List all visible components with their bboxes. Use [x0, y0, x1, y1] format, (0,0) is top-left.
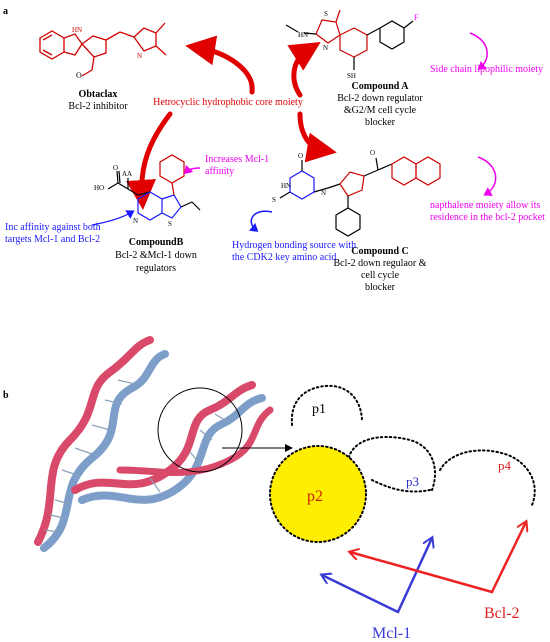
compound-a-desc3: blocker: [365, 117, 396, 128]
compound-a-desc1: Bcl-2 down regulator: [337, 93, 423, 104]
compound-b-structure: [107, 154, 201, 221]
dna-helix: [34, 336, 274, 552]
panel-b-label: b: [3, 390, 9, 401]
obtaclax-nh: N: [137, 52, 142, 60]
compound-a-n: N: [323, 44, 328, 52]
compound-c-name: Compound C: [351, 246, 409, 257]
compound-c-desc2: cell cycle: [361, 270, 400, 281]
compound-c-hn: HN: [281, 182, 291, 190]
obtaclax-name: Obtaclax: [79, 89, 118, 100]
mcl1-affinity-note2: affinity: [205, 166, 234, 177]
compound-b-ho: HO: [94, 184, 104, 192]
zoom-circle: [157, 387, 243, 473]
compound-a-f: F: [414, 13, 419, 22]
compound-c-desc1: Bcl-2 down regulaor &: [333, 258, 426, 269]
compound-c-desc3: blocker: [365, 282, 396, 293]
mcl1-arrows: [322, 538, 432, 614]
compound-c-n: N: [321, 189, 326, 197]
pocket-outlines: [290, 384, 536, 506]
compound-b-desc1: Bcl-2 &Mcl-1 down: [115, 250, 197, 261]
side-chain-note: Side chain lipophilic moiety: [430, 64, 543, 75]
obtaclax-desc: Bcl-2 inhibitor: [68, 101, 128, 112]
obtaclax-methoxy: O: [76, 71, 82, 80]
pocket-p3-label: p3: [406, 474, 419, 489]
inc-affinity-note1: Inc affinity against both: [5, 222, 101, 233]
compound-a-desc2: &G2/M cell cycle: [344, 105, 417, 116]
bcl2-arrows: [350, 522, 526, 594]
compound-b-s: S: [168, 220, 172, 228]
naphthalene-note2: residence in the bcl-2 pocket: [430, 212, 545, 223]
naphthalene-note1: napthalene moiety allow its: [430, 200, 540, 211]
compound-b-n: N: [133, 217, 138, 225]
obtaclax-structure: [39, 22, 167, 77]
pocket-p2-label: p2: [307, 488, 323, 505]
compound-a-sh: SH: [347, 72, 356, 80]
obtaclax-hn: HN: [72, 26, 82, 34]
compound-b-o: O: [113, 164, 118, 172]
mcl1-affinity-note1: Increases Mcl-1: [205, 154, 269, 165]
compound-c-structure: [279, 156, 441, 237]
compound-c-o: O: [298, 152, 303, 160]
compound-a-name: Compound A: [352, 81, 410, 92]
mcl1-label: Mcl-1: [372, 625, 411, 642]
hbond-note1: Hydrogen bonding source with: [232, 240, 356, 251]
p2-pocket: [269, 445, 367, 543]
compound-c-s: S: [272, 196, 276, 204]
core-moiety-label: Hetrocyclic hydrophobic core moiety: [153, 97, 303, 108]
compound-a-hn: HN: [298, 31, 308, 39]
compound-c-ketone-o: O: [370, 149, 375, 157]
inc-affinity-note2: targets Mcl-1 and Bcl-2: [5, 234, 100, 245]
bcl2-label: Bcl-2: [484, 605, 520, 622]
inc-affinity-arrow: [91, 210, 135, 226]
mcl1-affinity-arrow: [183, 164, 201, 175]
core-arrows: [126, 35, 337, 210]
naphthalene-arrow: [477, 156, 497, 196]
compound-a-s: S: [324, 10, 328, 18]
pocket-p1-label: p1: [312, 402, 326, 417]
panel-a-label: a: [3, 6, 8, 17]
hbond-arrow: [248, 210, 273, 232]
compound-b-name: CompoundB: [129, 237, 184, 248]
side-chain-arrow: [469, 32, 488, 70]
pocket-p4-label: p4: [498, 458, 512, 473]
compound-b-desc2: regulators: [136, 263, 176, 274]
compound-a-structure: [285, 9, 414, 70]
compound-b-aa: AA: [122, 170, 132, 178]
hbond-note2: the CDK2 key amino acid: [232, 252, 336, 263]
